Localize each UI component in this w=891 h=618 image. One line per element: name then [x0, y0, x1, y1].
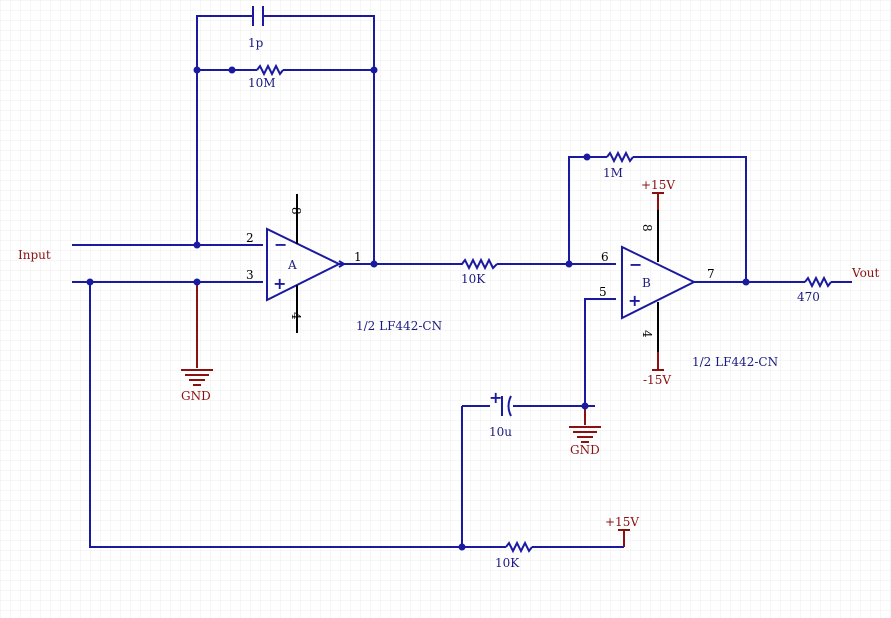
wire-b-noninv	[584, 298, 616, 406]
pin-a-noninv: 3	[246, 268, 254, 282]
pin-b-vplus: 8	[640, 224, 654, 232]
wires	[72, 15, 852, 548]
wire-bias-left	[89, 282, 506, 548]
label-vminus-b: -15V	[643, 373, 671, 387]
opamp-a-plus-icon: +	[273, 274, 286, 293]
opamp-b-plus-icon: +	[628, 291, 641, 310]
label-gnd-2: GND	[570, 443, 600, 457]
wire-fb-b-left	[568, 156, 607, 264]
label-gnd-1: GND	[181, 389, 211, 403]
wire-feedback-left	[196, 15, 253, 245]
pin-a-out: 1	[354, 250, 362, 264]
pin-a-vminus: 4	[289, 312, 303, 320]
wire-feedback-right	[263, 15, 375, 264]
junctions	[86, 66, 750, 551]
capacitor-10u	[501, 395, 512, 417]
capacitor-1p	[252, 6, 264, 26]
resistor-10m	[256, 63, 284, 77]
label-res-10k-series: 10K	[461, 272, 486, 286]
opamp-b-part: 1/2 LF442-CN	[692, 355, 778, 369]
label-vplus-b: +15V	[641, 178, 675, 192]
resistor-1m	[606, 150, 634, 164]
resistor-10k-series	[459, 257, 498, 271]
pin-b-inv: 6	[601, 250, 609, 264]
opamp-a-part: 1/2 LF442-CN	[356, 319, 442, 333]
ground-symbol-1	[181, 282, 213, 386]
label-res-10k-bias: 10K	[495, 556, 520, 570]
label-input: Input	[18, 248, 51, 262]
resistor-10k-bias	[505, 540, 533, 554]
label-res-1m: 1M	[603, 166, 623, 180]
pin-b-out: 7	[707, 267, 715, 281]
pin-a-inv: 2	[246, 231, 254, 245]
label-vplus-bias: +15V	[605, 515, 639, 529]
pin-b-noninv: 5	[599, 285, 607, 299]
wire-fb-b-right	[633, 156, 747, 282]
label-res-470: 470	[797, 290, 820, 304]
resistor-470	[804, 275, 832, 289]
opamp-b-minus-icon: −	[629, 255, 642, 274]
opamp-b-name: B	[642, 276, 651, 290]
opamp-a	[266, 194, 346, 333]
power-plus-b	[652, 192, 664, 210]
pin-b-vminus: 4	[640, 330, 654, 338]
label-res-10m: 10M	[248, 76, 276, 90]
opamp-a-minus-icon: −	[274, 235, 287, 254]
power-minus-b	[652, 352, 664, 371]
label-cap-1p: 1p	[248, 36, 264, 50]
power-plus-bias	[618, 529, 630, 547]
opamp-a-name: A	[287, 258, 297, 272]
label-vout: Vout	[851, 266, 880, 280]
label-cap-10u: 10u	[489, 425, 512, 439]
opamp-b	[621, 210, 697, 352]
pin-a-vplus: 8	[289, 207, 303, 215]
cap-polarity-icon: +	[489, 388, 502, 407]
